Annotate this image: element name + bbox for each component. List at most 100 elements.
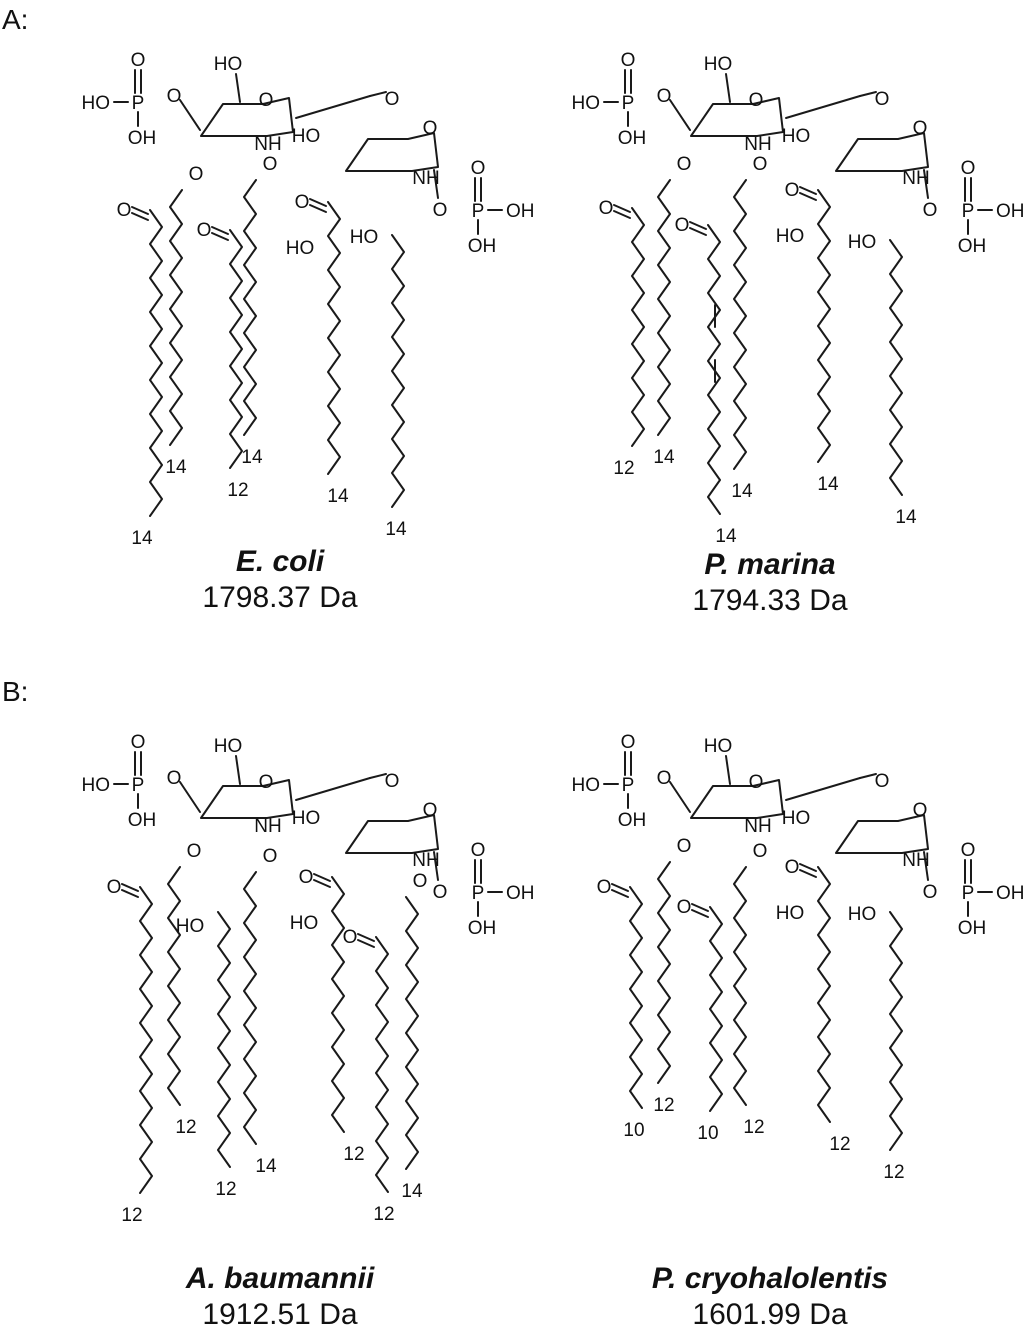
double-bond	[131, 212, 149, 221]
ring-oxygen-label: O	[749, 772, 764, 793]
phosphate-1-hydroxyl-label: OH	[506, 201, 535, 222]
carbonyl-oxygen-label: O	[597, 877, 612, 898]
ester-oxygen-label: O	[167, 768, 182, 789]
panel-b-label: B:	[2, 676, 29, 707]
chain-length-label: 10	[697, 1123, 718, 1144]
acyl-chain	[657, 179, 671, 436]
chain-length-label: 14	[817, 474, 839, 495]
species-name: P. marina	[704, 548, 836, 581]
phosphate-1-oxo-label: O	[471, 840, 486, 861]
phosphate-1-hydroxyl-label: OH	[996, 883, 1024, 904]
ester-oxygen-label: O	[187, 841, 202, 862]
chain-length-label: 14	[401, 1181, 423, 1202]
double-bond	[211, 226, 229, 235]
molecular-mass: 1798.37 Da	[202, 581, 358, 614]
phosphate-1-hydroxyl-label: OH	[958, 918, 987, 939]
acyl-chain	[733, 866, 747, 1106]
double-bond	[357, 933, 375, 942]
amide-nh-label: NH	[744, 816, 771, 837]
chain-length-label: 14	[327, 486, 349, 507]
chain-length-label: 12	[227, 480, 248, 501]
glycosidic-bond	[295, 95, 371, 119]
glycosidic-bond	[785, 95, 861, 119]
double-bond	[357, 939, 375, 948]
phosphate-1-phosphorus-label: P	[962, 883, 975, 904]
acyl-chain	[327, 201, 341, 475]
ester-oxygen-label: O	[923, 882, 938, 903]
acyl-chain	[733, 179, 747, 470]
chain-hydroxyl-label: HO	[176, 916, 205, 937]
acyl-chain	[629, 886, 643, 1109]
acyl-chain	[243, 179, 257, 436]
chain-hydroxyl-label: HO	[776, 903, 805, 924]
caption-a-baumannii: A. baumannii 1912.51 Da	[100, 1262, 460, 1332]
ester-oxygen-label: O	[753, 841, 768, 862]
carbonyl-oxygen-label: O	[343, 927, 358, 948]
molecular-mass: 1912.51 Da	[202, 1298, 358, 1331]
ester-oxygen-label: O	[433, 200, 448, 221]
hydroxymethyl-label: HO	[704, 54, 733, 75]
phosphate-4-hydroxyl-label: OH	[618, 810, 647, 831]
amide-nh-label: NH	[744, 134, 771, 155]
ring-oxygen-label: O	[749, 90, 764, 111]
chain-length-label: 12	[653, 1095, 674, 1116]
acyl-chain	[391, 234, 405, 508]
phosphate-1-hydroxyl-label: OH	[468, 236, 497, 257]
double-bond	[799, 186, 817, 195]
carbonyl-oxygen-label: O	[107, 877, 122, 898]
glucosamine-ring-nonreducing	[200, 97, 294, 137]
bridge-oxygen-label: O	[385, 771, 400, 792]
carbonyl-oxygen-label: O	[785, 180, 800, 201]
carbonyl-oxygen-label: O	[197, 220, 212, 241]
bond	[369, 91, 387, 97]
glucosamine-ring-reducing	[345, 814, 439, 854]
ester-oxygen-label: O	[677, 836, 692, 857]
double-bond	[611, 889, 629, 898]
glucosamine-ring-nonreducing	[690, 779, 784, 819]
panel-a-label: A:	[2, 4, 29, 35]
phosphate-1-oxo-label: O	[471, 158, 486, 179]
ester-oxygen-label: O	[677, 154, 692, 175]
phosphate-4-oxo-label: O	[621, 50, 636, 71]
double-bond	[613, 210, 631, 219]
ester-oxygen-label: O	[433, 882, 448, 903]
ester-oxygen-label: O	[923, 200, 938, 221]
acyl-chain	[167, 866, 181, 1106]
acyl-chain	[139, 886, 153, 1194]
species-name: P. cryohalolentis	[651, 1262, 889, 1295]
double-bond	[799, 192, 817, 201]
ester-oxygen-label: O	[753, 154, 768, 175]
ester-oxygen-label: O	[263, 154, 278, 175]
chain-length-label: 12	[215, 1179, 236, 1200]
double-bond	[613, 204, 631, 213]
caption-e-coli: E. coli 1798.37 Da	[100, 545, 460, 615]
double-bond	[689, 221, 707, 230]
amide-nh-label: NH	[254, 134, 281, 155]
double-bond	[121, 883, 139, 892]
double-bond	[211, 232, 229, 241]
chain-length-label: 14	[653, 447, 675, 468]
chain-length-label: 10	[623, 1120, 644, 1141]
phosphate-1-phosphorus-label: P	[472, 201, 485, 222]
chain-length-label: 14	[731, 481, 753, 502]
glucosamine-ring-reducing	[345, 132, 439, 172]
ring-oxygen-label: O	[259, 90, 274, 111]
double-bond	[313, 873, 331, 882]
amide-nh-label: NH	[412, 168, 439, 189]
ester-oxygen-label: O	[413, 871, 428, 892]
bond	[859, 773, 877, 779]
double-bond	[121, 889, 139, 898]
chain-length-label: 14	[165, 457, 187, 478]
ring-hydroxyl-label: HO	[292, 126, 321, 147]
double-bond	[689, 227, 707, 236]
glucosamine-ring-nonreducing	[200, 779, 294, 819]
bond	[725, 755, 731, 785]
chain-hydroxyl-label: HO	[848, 232, 877, 253]
phosphate-1-oxo-label: O	[961, 158, 976, 179]
phosphate-4-hydroxyl-label: HO	[572, 775, 601, 796]
acyl-chain	[657, 861, 671, 1084]
phosphate-4-oxo-label: O	[621, 732, 636, 753]
phosphate-1-phosphorus-label: P	[962, 201, 975, 222]
chain-length-label: 12	[883, 1162, 904, 1183]
